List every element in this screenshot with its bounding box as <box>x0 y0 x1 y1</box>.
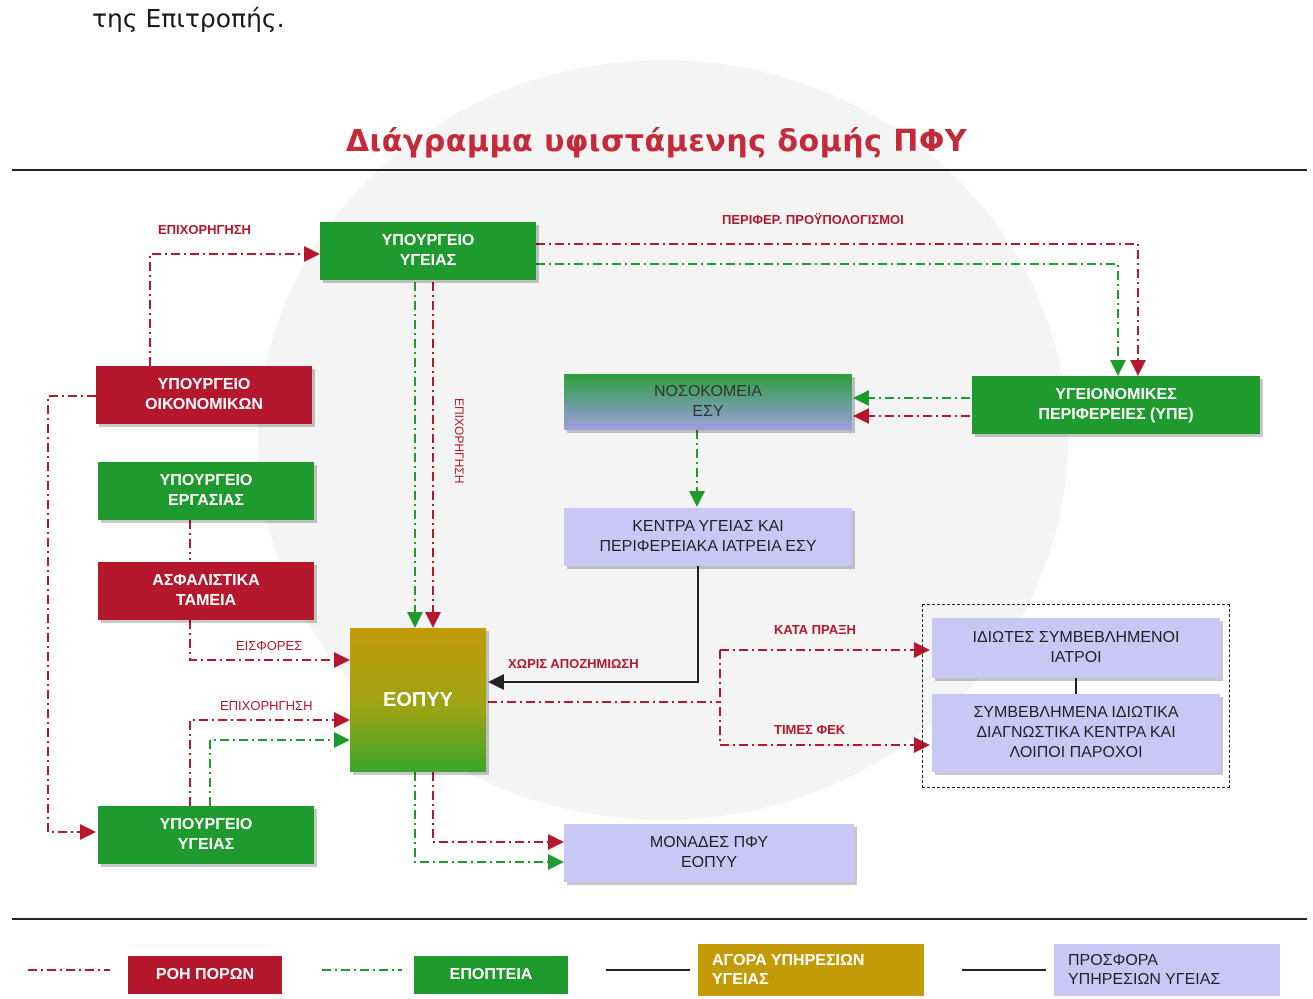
label-epichorigisi-top: ΕΠΙΧΟΡΗΓΗΣΗ <box>158 222 251 237</box>
monades-pfy-box: ΜΟΝΑΔΕΣ ΠΦΥ ΕΟΠΥΥ <box>564 824 854 882</box>
label-eisfores: ΕΙΣΦΟΡΕΣ <box>236 638 303 653</box>
legend-agora-ypiresion: ΑΓΟΡΑ ΥΠΗΡΕΣΙΩΝ ΥΓΕΙΑΣ <box>698 944 924 996</box>
legend-prosfora-ypiresion: ΠΡΟΣΦΟΡΑ ΥΠΗΡΕΣΙΩΝ ΥΓΕΙΑΣ <box>1054 944 1280 996</box>
diagnostika-kentra-box: ΣΥΜΒΕΒΛΗΜΕΝΑ ΙΔΙΩΤΙΚΑ ΔΙΑΓΝΩΣΤΙΚΑ ΚΕΝΤΡΑ… <box>932 694 1220 772</box>
legend-roi-poron: ΡΟΗ ΠΟΡΩΝ <box>128 956 282 994</box>
label-epichorigisi-bottom: ΕΠΙΧΟΡΗΓΗΣΗ <box>220 698 313 713</box>
label-times-fek: ΤΙΜΕΣ ΦΕΚ <box>774 722 846 737</box>
eopyy-box: ΕΟΠΥΥ <box>350 628 486 772</box>
top-divider <box>12 169 1307 171</box>
label-epichorigisi-vertical: ΕΠΙΧΟΡΗΓΗΣΗ <box>452 398 466 484</box>
legend-epopteia: ΕΠΟΠΤΕΙΑ <box>414 956 568 994</box>
ypourgeio-ergasias-box: ΥΠΟΥΡΓΕΙΟ ΕΡΓΑΣΙΑΣ <box>98 462 314 520</box>
idiotes-iatroi-box: ΙΔΙΩΤΕΣ ΣΥΜΒΕΒΛΗΜΕΝΟΙ ΙΑΤΡΟΙ <box>932 618 1220 678</box>
ype-box: ΥΓΕΙΟΝΟΜΙΚΕΣ ΠΕΡΙΦΕΡΕΙΕΣ (ΥΠΕ) <box>972 376 1260 434</box>
label-choris-apozimiosi: ΧΩΡΙΣ ΑΠΟΖΗΜΙΩΣΗ <box>508 656 639 671</box>
intro-text: της Επιτροπής. <box>92 4 285 33</box>
ypourgeio-ygeias-top-box: ΥΠΟΥΡΓΕΙΟ ΥΓΕΙΑΣ <box>320 222 536 280</box>
label-kata-praxi: ΚΑΤΑ ΠΡΑΞΗ <box>774 622 856 637</box>
ypourgeio-oikonomikon-box: ΥΠΟΥΡΓΕΙΟ ΟΙΚΟΝΟΜΙΚΩΝ <box>96 366 312 424</box>
diagram-title: Διάγραμμα υφιστάμενης δομής ΠΦΥ <box>345 124 968 159</box>
ypourgeio-ygeias-bottom-box: ΥΠΟΥΡΓΕΙΟ ΥΓΕΙΑΣ <box>98 806 314 864</box>
label-perifer-proypologismoi: ΠΕΡΙΦΕΡ. ΠΡΟΫΠΟΛΟΓΙΣΜΟΙ <box>722 212 904 227</box>
nosokomeia-esy-box: ΝΟΣΟΚΟΜΕΙΑ ΕΣΥ <box>564 374 852 430</box>
bottom-divider <box>12 918 1307 920</box>
kentra-ygeias-box: ΚΕΝΤΡΑ ΥΓΕΙΑΣ ΚΑΙ ΠΕΡΙΦΕΡΕΙΑΚΑ ΙΑΤΡΕΙΑ Ε… <box>564 508 852 566</box>
private-providers-group <box>922 604 1230 788</box>
asfalistika-tameia-box: ΑΣΦΑΛΙΣΤΙΚΑ ΤΑΜΕΙΑ <box>98 562 314 620</box>
